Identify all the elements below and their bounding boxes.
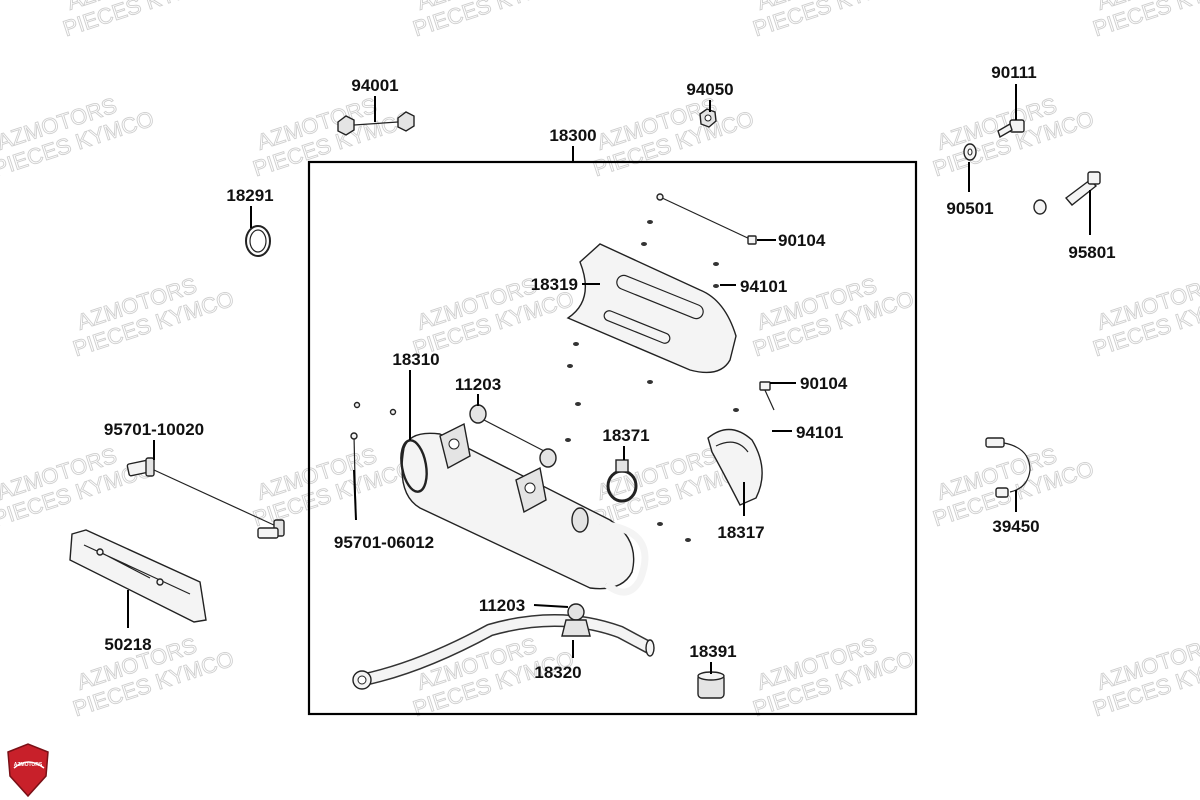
- part-label-18320[interactable]: 18320: [534, 663, 581, 682]
- assembly-frame: [307, 160, 918, 716]
- part-label-94001[interactable]: 94001: [351, 76, 398, 95]
- part-label-94101-top[interactable]: 94101: [740, 277, 787, 296]
- part-label-18371[interactable]: 18371: [602, 426, 649, 445]
- small-shield-drawing: [707, 428, 763, 506]
- gasket-ring-drawing: [245, 225, 271, 257]
- rivet: [647, 220, 653, 224]
- long-bolt-10020-drawing: [126, 457, 285, 539]
- part-label-90501[interactable]: 90501: [946, 199, 993, 218]
- assembly-label-18300[interactable]: 18300: [549, 126, 596, 145]
- small-bolt-drawing: [759, 381, 775, 411]
- sensor-wire-drawing: [985, 437, 1031, 498]
- leader-lines: [127, 84, 1091, 674]
- gasket-drawing: [697, 671, 725, 699]
- part-label-90104-right[interactable]: 90104: [800, 374, 848, 393]
- rivet: [733, 408, 739, 412]
- part-label-18317[interactable]: 18317: [717, 523, 764, 542]
- part-label-18391[interactable]: 18391: [689, 642, 736, 661]
- rivet: [713, 284, 719, 288]
- nut-pair-drawing: [337, 111, 415, 136]
- part-label-50218[interactable]: 50218: [104, 635, 151, 654]
- rivet: [685, 538, 691, 542]
- part-label-90111[interactable]: 90111: [991, 63, 1036, 82]
- part-label-11203-bottom[interactable]: 11203: [479, 596, 525, 615]
- rivet: [567, 364, 573, 368]
- bracket-drawing: [69, 529, 207, 623]
- rivet: [575, 402, 581, 406]
- exhaust-pipe-drawing: [352, 603, 655, 690]
- rod-drawing: [656, 193, 757, 245]
- part-label-90104-top[interactable]: 90104: [778, 231, 826, 250]
- rubber-mount-drawing: [469, 404, 557, 468]
- part-label-11203-top[interactable]: 11203: [455, 375, 501, 394]
- rivet: [573, 342, 579, 346]
- part-label-18319[interactable]: 18319: [531, 275, 578, 294]
- rivet: [641, 242, 647, 246]
- part-label-39450[interactable]: 39450: [992, 517, 1039, 536]
- logo-text: AZMOTORS: [14, 762, 43, 768]
- heat-shield-drawing: [566, 243, 737, 374]
- rivet: [647, 380, 653, 384]
- muffler-drawing: [400, 422, 649, 596]
- rivet: [657, 522, 663, 526]
- part-label-18310[interactable]: 18310: [392, 350, 439, 369]
- part-label-94050[interactable]: 94050: [686, 80, 733, 99]
- washer-drawing: [963, 143, 977, 161]
- clamp-drawing: [606, 459, 638, 503]
- azmotors-logo: AZMOTORS: [7, 743, 49, 798]
- part-label-95801[interactable]: 95801: [1068, 243, 1115, 262]
- part-label-94101-right[interactable]: 94101: [796, 423, 843, 442]
- shield-icon: [7, 743, 49, 798]
- long-bolt-drawing: [1033, 171, 1101, 215]
- nut-drawing: [699, 108, 717, 128]
- part-labels: 94001 94050 90111 18291 90501 95801 9010…: [104, 63, 1116, 682]
- part-label-18291[interactable]: 18291: [226, 186, 273, 205]
- part-label-95701-10020[interactable]: 95701-10020: [104, 420, 204, 439]
- rivet: [565, 438, 571, 442]
- part-label-95701-06012[interactable]: 95701-06012: [334, 533, 434, 552]
- rivet: [713, 262, 719, 266]
